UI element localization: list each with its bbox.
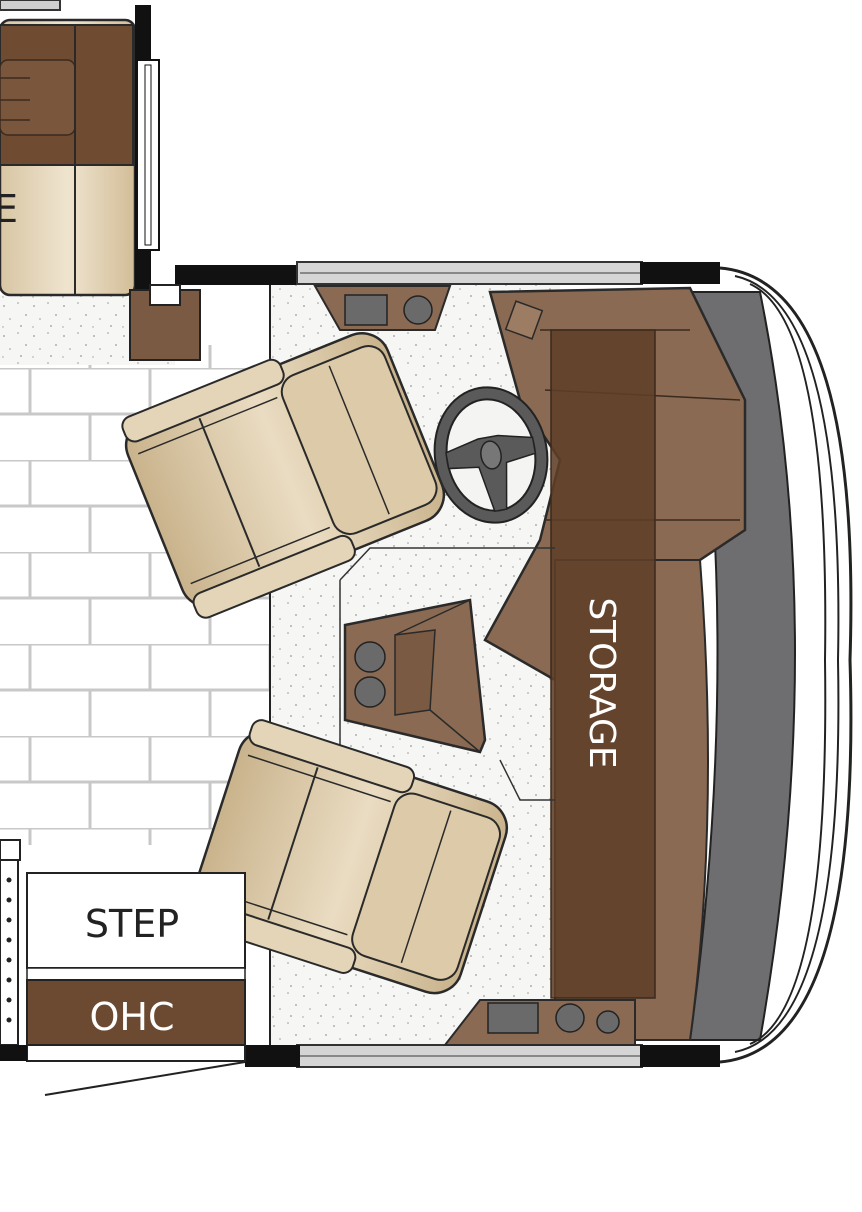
- step-label: STEP: [85, 902, 179, 946]
- entry-door-swing: [44, 1061, 246, 1096]
- cup-holder-icon: [354, 641, 386, 673]
- ohc-label: OHC: [89, 995, 174, 1039]
- cup-holder-console: [343, 598, 487, 754]
- sofa-label: E: [0, 187, 18, 231]
- entry-step: STEP: [0, 839, 246, 1046]
- storage-label: STORAGE: [581, 597, 622, 768]
- recliner-chair-icon: [189, 719, 509, 995]
- wall-cab-top: [175, 265, 300, 285]
- steering-wheel-icon: [433, 386, 549, 524]
- overhead-cabinet: OHC: [0, 967, 246, 1062]
- storage-area: [550, 329, 656, 999]
- recliner-chair-icon: [121, 332, 446, 619]
- sofa-partial: E: [0, 0, 137, 297]
- step-box-top: [129, 289, 201, 361]
- cup-holder-icon: [354, 676, 386, 708]
